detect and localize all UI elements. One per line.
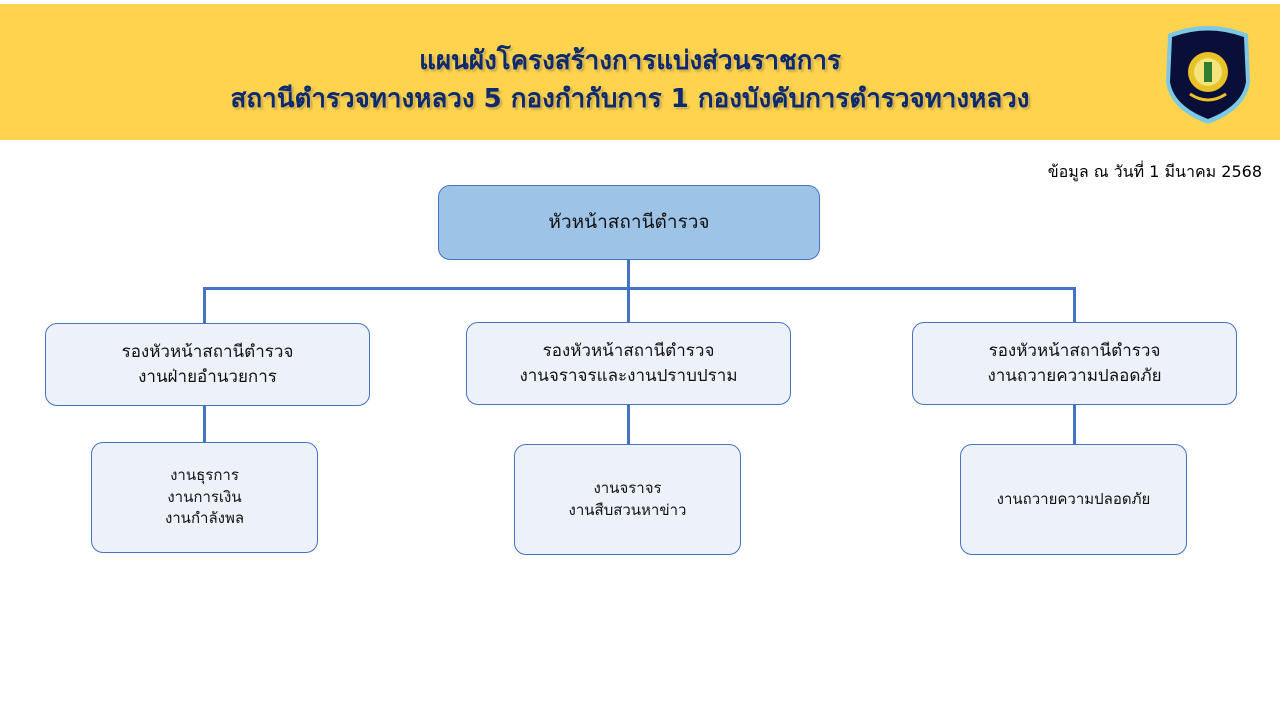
security-units-box: งานถวายความปลอดภัย: [960, 444, 1187, 555]
connector: [627, 287, 630, 322]
traffic-units-box: งานจราจร งานสืบสวนหาข่าว: [514, 444, 741, 555]
deputy-title: รองหัวหน้าสถานีตำรวจ: [121, 341, 294, 362]
unit-label: งานธุรการ: [170, 465, 239, 484]
page-title: แผนผังโครงสร้างการแบ่งส่วนราชการ: [419, 46, 841, 76]
unit-label: งานกำลังพล: [164, 509, 245, 528]
connector: [627, 260, 630, 288]
unit-label: งานถวายความปลอดภัย: [996, 489, 1151, 508]
deputy-traffic-box: รองหัวหน้าสถานีตำรวจ งานจราจรและงานปราบป…: [466, 322, 791, 405]
deputy-security-box: รองหัวหน้าสถานีตำรวจ งานถวายความปลอดภัย: [912, 322, 1237, 405]
deputy-division: งานถวายความปลอดภัย: [987, 365, 1162, 386]
connector: [627, 405, 630, 444]
deputy-admin-box: รองหัวหน้าสถานีตำรวจ งานฝ่ายอำนวยการ: [45, 323, 370, 406]
connector: [203, 287, 1076, 290]
header-banner: แผนผังโครงสร้างการแบ่งส่วนราชการ สถานีตำ…: [0, 4, 1280, 140]
unit-label: งานสืบสวนหาข่าว: [568, 500, 687, 519]
unit-label: งานจราจร: [593, 478, 662, 497]
deputy-title: รองหัวหน้าสถานีตำรวจ: [988, 340, 1161, 361]
highway-police-logo: [1166, 26, 1250, 124]
connector: [1073, 405, 1076, 444]
connector: [203, 406, 206, 442]
connector: [203, 287, 206, 323]
admin-units-box: งานธุรการ งานการเงิน งานกำลังพล: [91, 442, 318, 553]
page-subtitle: สถานีตำรวจทางหลวง 5 กองกำกับการ 1 กองบัง…: [230, 84, 1030, 114]
unit-label: งานการเงิน: [167, 487, 242, 506]
deputy-division: งานจราจรและงานปราบปราม: [519, 365, 738, 386]
station-head-box: หัวหน้าสถานีตำรวจ: [438, 185, 820, 260]
data-date-note: ข้อมูล ณ วันที่ 1 มีนาคม 2568: [1047, 162, 1262, 181]
connector: [1073, 287, 1076, 322]
deputy-title: รองหัวหน้าสถานีตำรวจ: [542, 340, 715, 361]
station-head-label: หัวหน้าสถานีตำรวจ: [548, 210, 710, 233]
deputy-division: งานฝ่ายอำนวยการ: [138, 366, 277, 387]
